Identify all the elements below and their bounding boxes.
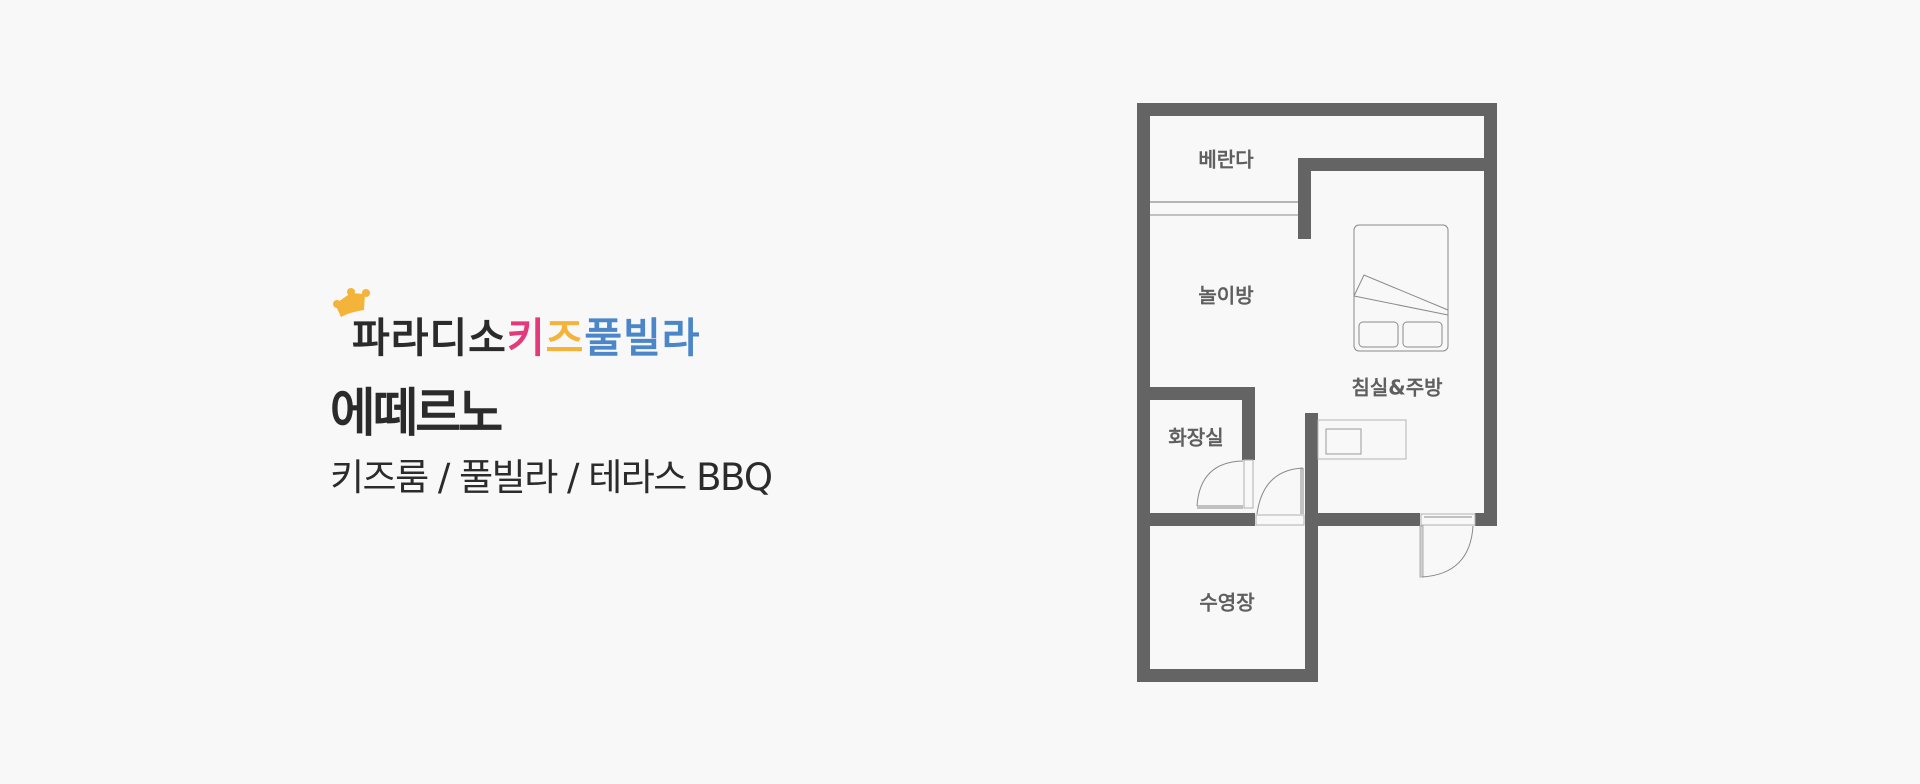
room-label-pool: 수영장: [1199, 590, 1255, 615]
brand-logo-text: 파라디소키즈풀빌라: [352, 314, 701, 362]
crown-icon: [333, 288, 370, 317]
brand-logo: 파라디소키즈풀빌라: [330, 284, 730, 364]
walls: [1137, 103, 1497, 682]
room-label-veranda: 베란다: [1198, 147, 1254, 172]
logo-segment-jeu: 즈: [545, 314, 585, 362]
logo-segment-ki: 키: [506, 314, 546, 362]
veranda-railing: [1150, 201, 1298, 216]
room-features: 키즈룸 / 풀빌라 / 테라스 BBQ: [330, 456, 773, 499]
logo-segment-paradiso: 파라디소: [352, 314, 507, 362]
kitchen-counter: [1317, 419, 1407, 460]
doors: [1196, 459, 1476, 578]
logo-segment-poolvilla: 풀빌라: [584, 314, 701, 362]
bed-icon: [1353, 224, 1449, 352]
room-title: 에떼르노: [330, 384, 503, 444]
room-label-bathroom: 화장실: [1168, 425, 1224, 450]
room-label-playroom: 놀이방: [1198, 283, 1254, 308]
room-label-bedroom-kitchen: 침실&주방: [1351, 375, 1443, 400]
